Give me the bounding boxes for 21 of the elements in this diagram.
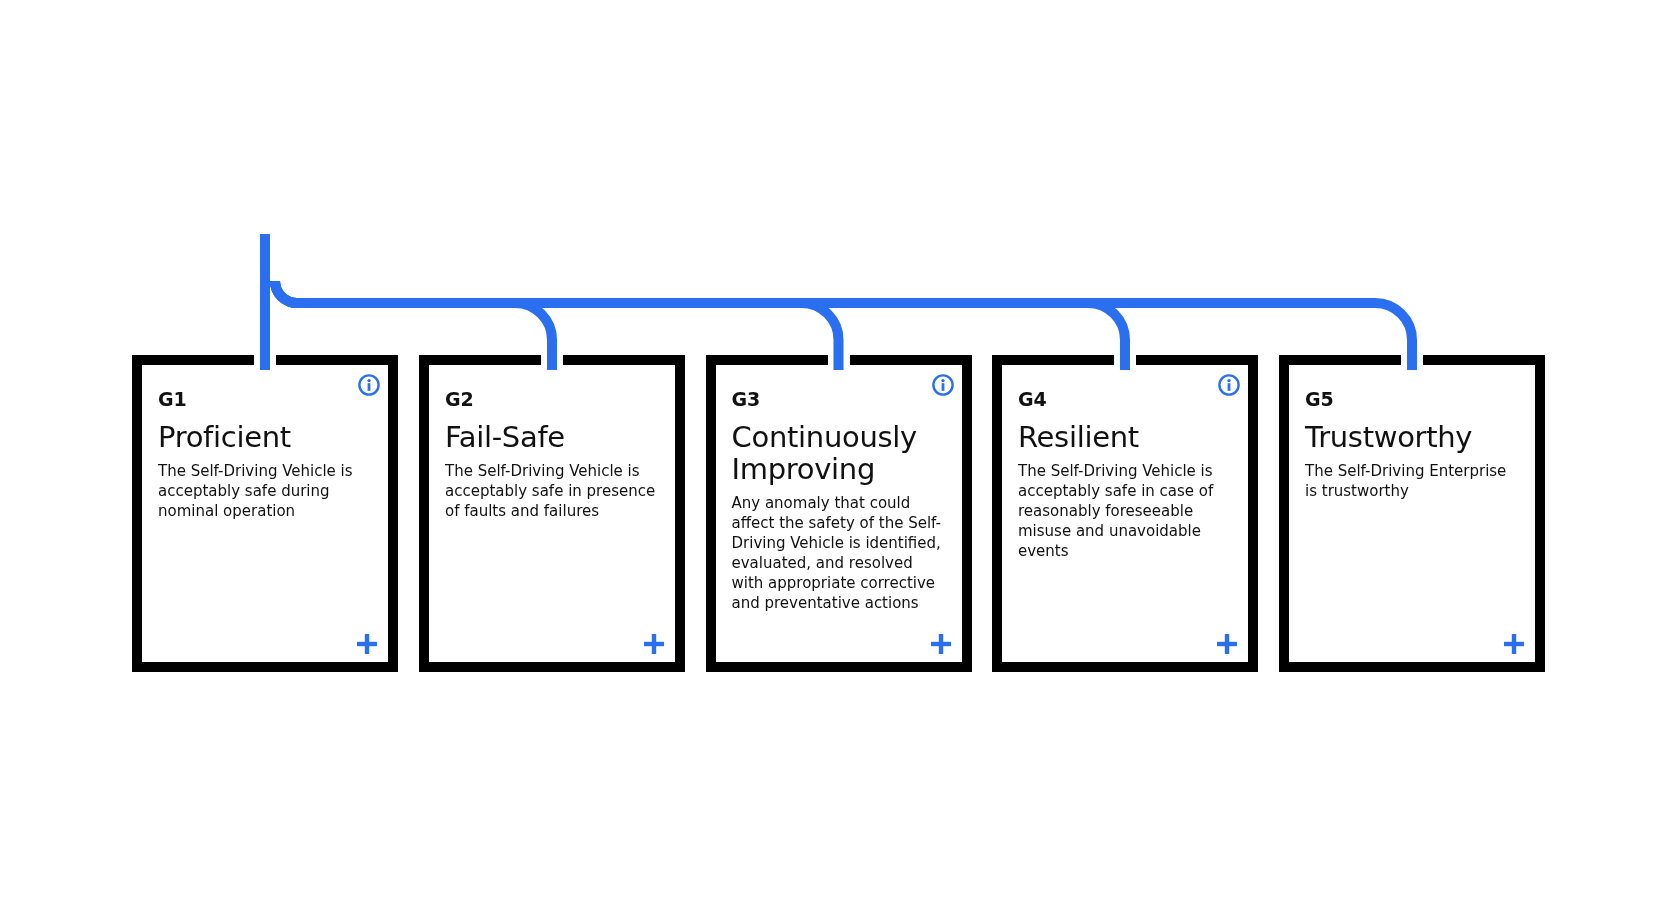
goal-id: G5: [1305, 388, 1334, 410]
goal-card: [1279, 355, 1545, 672]
goal-title: Fail-Safe: [445, 421, 565, 453]
goal-card: [705, 355, 972, 672]
goal-description: The Self-Driving Enterprise is trustworthy: [1305, 461, 1508, 501]
goal-description: The Self-Driving Vehicle is acceptably safe during nominal operation: [158, 461, 354, 521]
connector-line: [260, 234, 270, 370]
goal-title: Resilient: [1018, 421, 1139, 453]
goal-title: Continuously Improving: [731, 421, 918, 485]
goal-description: Any anomaly that could affect the safety of the Self-Driving Vehicle is identified, evaluated, and resolved with appropriate corrective and preventative actions: [731, 493, 942, 613]
goal-id: G4: [1018, 388, 1047, 410]
goal-id: G1: [158, 388, 187, 410]
goal-card: [992, 355, 1258, 672]
goal-description: The Self-Driving Vehicle is acceptably safe in presence of faults and failures: [445, 461, 657, 521]
goal-title: Trustworthy: [1305, 421, 1473, 453]
goal-title: Proficient: [158, 421, 291, 453]
goal-id: G2: [445, 388, 474, 410]
goal-card: [132, 355, 398, 672]
goal-id: G3: [731, 388, 761, 410]
goal-description: The Self-Driving Vehicle is acceptably safe in case of reasonably foreseeable misuse and unavoidable events: [1018, 461, 1215, 561]
goal-card: [419, 355, 685, 672]
